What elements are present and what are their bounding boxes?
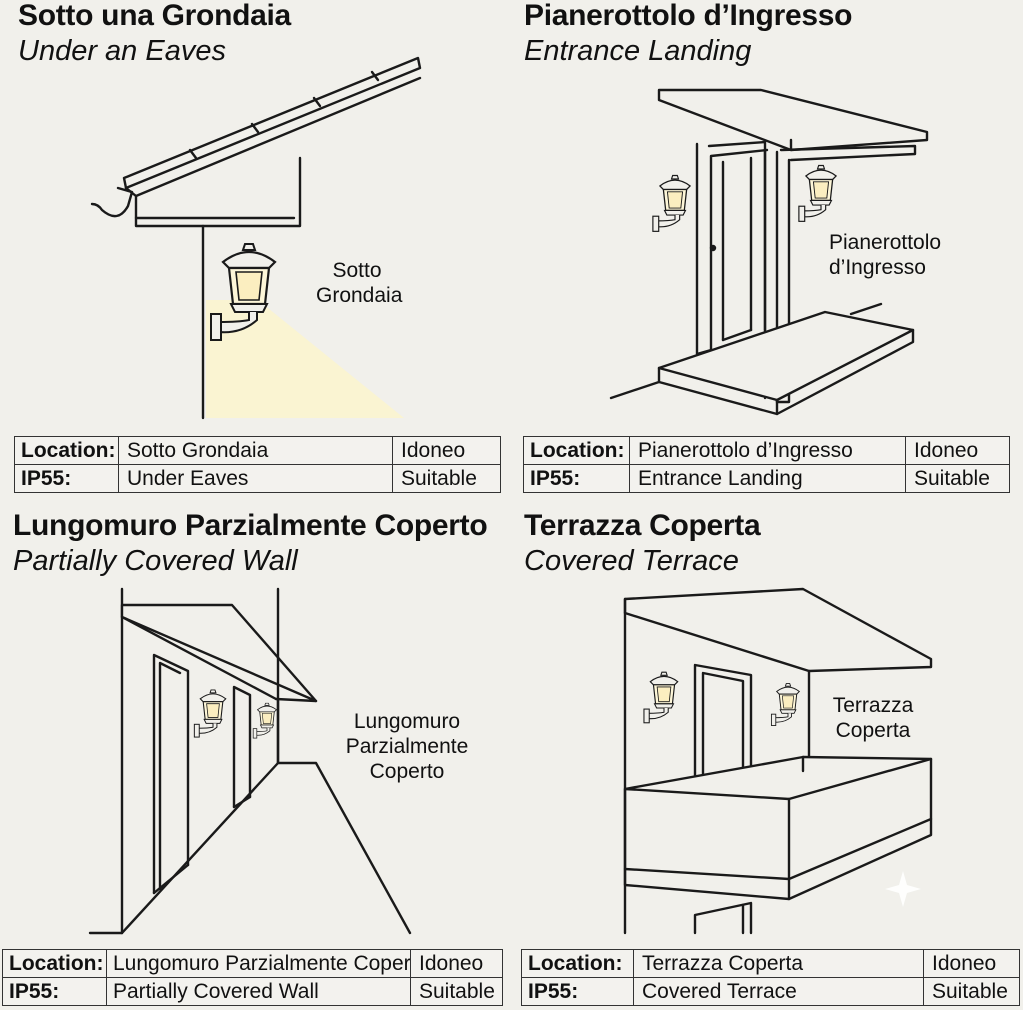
row-value: Entrance Landing (629, 464, 906, 493)
row-status: Idoneo (410, 949, 503, 978)
terrace-structure (625, 589, 931, 933)
wall-lantern-icon (652, 174, 691, 233)
panel-covered-terrace: Terrazza Coperta Covered Terrace Terrazz… (511, 505, 1022, 1010)
porch-structure (611, 90, 927, 414)
table-row: IP55: Entrance Landing Suitable (523, 464, 1010, 493)
table-row: Location: Lungomuro Parzialmente Coperto… (2, 949, 503, 978)
panel-entrance-landing: Pianerottolo d’Ingresso Entrance Landing… (511, 0, 1022, 505)
scene-label-line: Coperto (369, 760, 445, 783)
wall-lantern-icon (798, 164, 837, 223)
scene-label-line: Terrazza (832, 694, 914, 717)
panel-title: Lungomuro Parzialmente Coperto (13, 509, 488, 542)
row-value: Partially Covered Wall (106, 977, 411, 1006)
scene-label-line: Grondaia (316, 284, 403, 307)
scene-label-line: Coperta (835, 719, 911, 742)
panel-title: Sotto una Grondaia (18, 0, 291, 32)
panel-subtitle: Partially Covered Wall (13, 545, 298, 577)
info-table: Location: Terrazza Coperta Idoneo IP55: … (521, 949, 1020, 1006)
row-key: IP55: (2, 977, 107, 1006)
scene-label: Sotto Grondaia (316, 258, 403, 308)
scene-label-line: Pianerottolo (829, 231, 942, 254)
table-row: IP55: Covered Terrace Suitable (521, 977, 1020, 1006)
row-status: Idoneo (923, 949, 1020, 978)
wall-lantern-icon (193, 689, 227, 738)
row-key: Location: (521, 949, 634, 978)
row-status: Suitable (392, 464, 501, 493)
wall-corridor (90, 589, 410, 933)
under-eaves-illustration (0, 0, 511, 430)
scene-label: Terrazza Coperta (825, 693, 921, 743)
row-status: Idoneo (905, 436, 1010, 465)
row-status: Suitable (923, 977, 1020, 1006)
wall-lantern-icon (252, 702, 277, 739)
table-row: IP55: Partially Covered Wall Suitable (2, 977, 503, 1006)
panel-subtitle: Covered Terrace (524, 545, 739, 577)
row-status: Idoneo (392, 436, 501, 465)
wall-lantern-icon (643, 671, 679, 724)
scene-label-line: Parzialmente (345, 735, 469, 758)
row-value: Terrazza Coperta (633, 949, 924, 978)
info-table: Location: Sotto Grondaia Idoneo IP55: Un… (14, 436, 501, 493)
sparkle-icon (885, 871, 921, 907)
row-value: Pianerottolo d’Ingresso (629, 436, 906, 465)
table-row: Location: Pianerottolo d’Ingresso Idoneo (523, 436, 1010, 465)
scene-label-line: Sotto (332, 259, 382, 282)
roof-eaves (92, 58, 420, 418)
covered-terrace-illustration (511, 505, 1022, 945)
row-value: Lungomuro Parzialmente Coperto (106, 949, 411, 978)
panel-partially-covered-wall: Lungomuro Parzialmente Coperto Partially… (0, 505, 511, 1010)
row-value: Under Eaves (118, 464, 393, 493)
panel-subtitle: Entrance Landing (524, 35, 752, 67)
table-row: Location: Terrazza Coperta Idoneo (521, 949, 1020, 978)
row-key: Location: (2, 949, 107, 978)
entrance-landing-illustration (511, 0, 1022, 430)
wall-lantern-icon (770, 683, 800, 727)
row-key: IP55: (521, 977, 634, 1006)
light-beam (206, 300, 404, 418)
scene-label: Lungomuro Parzialmente Coperto (338, 709, 476, 784)
row-key: IP55: (523, 464, 630, 493)
row-key: IP55: (14, 464, 119, 493)
table-row: Location: Sotto Grondaia Idoneo (14, 436, 501, 465)
panel-under-eaves: Sotto una Grondaia Under an Eaves Sotto … (0, 0, 511, 505)
row-status: Suitable (905, 464, 1010, 493)
scene-label-line: Lungomuro (353, 710, 461, 733)
info-table: Location: Pianerottolo d’Ingresso Idoneo… (523, 436, 1010, 493)
panel-title: Pianerottolo d’Ingresso (524, 0, 853, 32)
panel-subtitle: Under an Eaves (18, 35, 226, 67)
row-key: Location: (14, 436, 119, 465)
panel-title: Terrazza Coperta (524, 509, 761, 542)
row-value: Sotto Grondaia (118, 436, 393, 465)
partially-covered-wall-illustration (0, 505, 511, 945)
row-value: Covered Terrace (633, 977, 924, 1006)
scene-label: Pianerottolo d’Ingresso (829, 230, 941, 280)
scene-label-line: d’Ingresso (829, 256, 926, 279)
row-status: Suitable (410, 977, 503, 1006)
table-row: IP55: Under Eaves Suitable (14, 464, 501, 493)
row-key: Location: (523, 436, 630, 465)
info-table: Location: Lungomuro Parzialmente Coperto… (2, 949, 503, 1006)
